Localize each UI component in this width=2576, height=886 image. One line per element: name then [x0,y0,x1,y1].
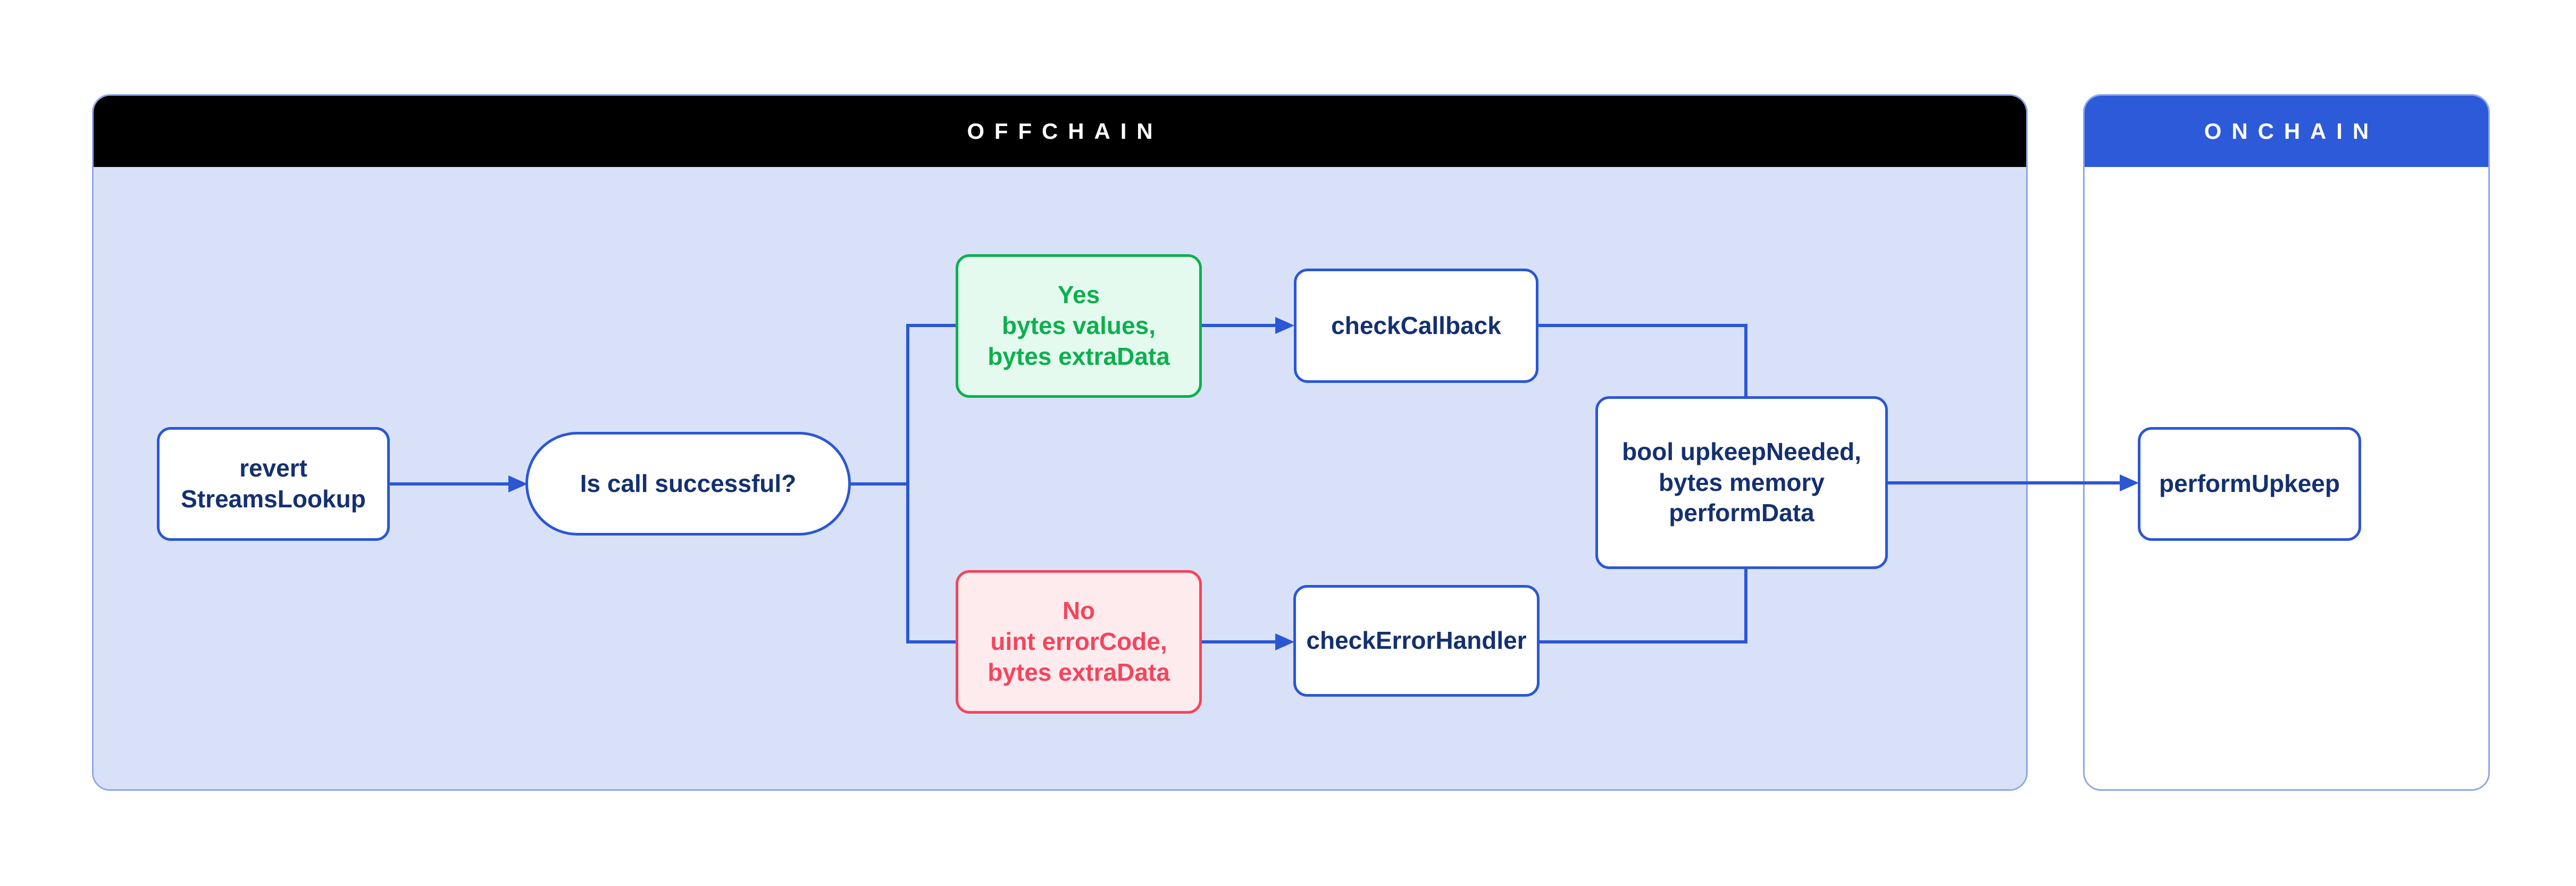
node-upkeep-result: bool upkeepNeeded, bytes memory performD… [1595,396,1888,569]
connector-checkerrorhandler-right [1540,640,1747,643]
node-line: bool upkeepNeeded, [1622,437,1861,465]
node-is-call-successful: Is call successful? [525,432,851,536]
node-line: Is call successful? [580,469,797,497]
offchain-title: OFFCHAIN [967,119,1163,144]
arrowhead-into-checkcallback-icon [1275,317,1294,334]
node-checkcallback: checkCallback [1294,269,1538,383]
node-line: No [1062,597,1095,625]
node-line: bytes extraData [988,658,1170,686]
connector-revert-to-decision [390,482,509,486]
node-line: performData [1669,499,1814,527]
connector-result-to-performupkeep [1888,481,2121,484]
arrowhead-into-performupkeep-icon [2120,474,2139,491]
connector-no-to-checkerrorhandler [1202,640,1276,643]
node-no-branch: No uint errorCode, bytes extraData [956,570,1202,714]
node-line: checkCallback [1331,311,1501,339]
connector-checkcallback-right [1538,324,1747,327]
connector-checkcallback-down-to-result [1744,324,1747,398]
onchain-panel-header: ONCHAIN [2085,96,2488,167]
node-line: revert [239,454,307,482]
connector-decision-to-branch [851,482,909,486]
offchain-panel-header: OFFCHAIN [94,96,2026,167]
connector-branch-to-yes [908,324,957,327]
connector-checkerrorhandler-up-to-result [1744,567,1747,643]
node-revert-streamslookup: revert StreamsLookup [157,427,390,541]
connector-branch-to-no [908,640,957,643]
arrowhead-into-checkerrorhandler-icon [1275,633,1294,650]
node-line: Yes [1057,281,1100,309]
node-line: bytes values, [1002,312,1156,340]
node-line: performUpkeep [2159,470,2340,498]
node-line: bytes extraData [988,342,1170,370]
node-line: checkErrorHandler [1306,626,1527,655]
node-line: uint errorCode, [990,628,1167,656]
connector-yes-to-checkcallback [1202,324,1276,327]
node-line: StreamsLookup [181,485,366,513]
arrowhead-into-decision-icon [508,475,528,492]
node-performupkeep: performUpkeep [2138,427,2361,541]
node-line: bytes memory [1659,468,1825,496]
node-yes-branch: Yes bytes values, bytes extraData [956,254,1202,398]
onchain-title: ONCHAIN [2204,119,2379,144]
connector-branch-vertical [906,324,909,643]
node-checkerrorhandler: checkErrorHandler [1293,585,1540,697]
